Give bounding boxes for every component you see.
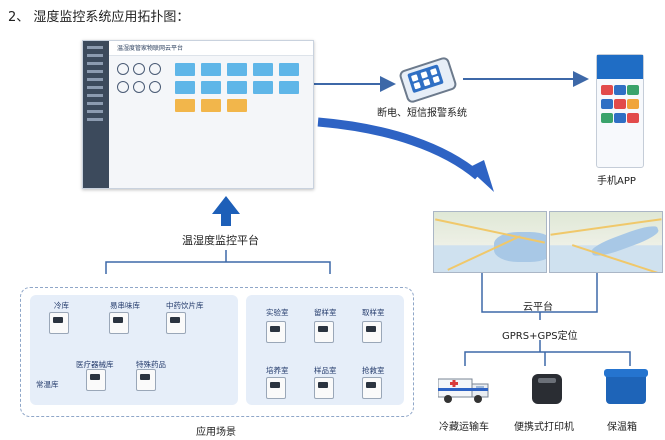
sensor-card (175, 81, 195, 94)
scene-sample-retention-room-label: 留样室 (314, 308, 337, 317)
scene-laboratory-label: 实验室 (266, 308, 289, 317)
device-label-truck: 冷藏运输车 (439, 422, 489, 433)
map-screenshot-right (549, 211, 663, 273)
ambulance-truck-icon (438, 378, 489, 403)
scene-special-drugs-label: 特殊药品 (136, 360, 166, 369)
sensor-card (253, 63, 273, 76)
sensor-card (279, 81, 299, 94)
monitoring-dashboard-screenshot: 温湿度管家物联网云平台 (82, 40, 314, 189)
mobile-app-label: 手机APP (597, 176, 636, 187)
platform-label: 温湿度监控平台 (182, 234, 259, 247)
scene-rescue-room-label: 抢救室 (362, 366, 385, 375)
thermometer-device-icon (136, 369, 156, 391)
portable-printer-icon (532, 374, 562, 404)
thermometer-device-icon (314, 377, 334, 399)
up-arrow-to-dashboard (212, 196, 240, 226)
scene-sampling-room-label: 取样室 (362, 308, 385, 317)
cloud-platform-label: 云平台 (523, 302, 553, 313)
scenes-label: 应用场景 (196, 427, 236, 438)
page-title: 2、 湿度监控系统应用拓扑图： (8, 10, 190, 25)
sensor-card (201, 63, 221, 76)
sensor-card (253, 81, 273, 94)
alarm-system-label: 断电、短信报警系统 (377, 108, 467, 119)
sensor-card (201, 81, 221, 94)
sensor-card (227, 63, 247, 76)
scene-group-rooms: 实验室 留样室 取样室 培养室 样品室 抢救室 (246, 295, 404, 405)
curved-arrow-to-cloud (317, 117, 481, 180)
device-label-box: 保温箱 (607, 422, 637, 433)
sensor-card-warning (175, 99, 195, 112)
thermometer-device-icon (362, 321, 382, 343)
insulated-box-icon (604, 369, 648, 404)
sensor-card-warning (227, 99, 247, 112)
edit-icon (117, 81, 129, 93)
link-icon (133, 81, 145, 93)
thermometer-device-icon (49, 312, 69, 334)
sensor-card (175, 63, 195, 76)
map-screenshot-left (433, 211, 547, 273)
scene-medical-device-storage-label: 医疗器械库 (76, 360, 114, 369)
sensor-card (279, 63, 299, 76)
cloud-icon (149, 81, 161, 93)
settings-icon (133, 63, 145, 75)
scene-sample-room-label: 样品室 (314, 366, 337, 375)
dashboard-header: 温湿度管家物联网云平台 (117, 45, 184, 52)
dashboard-sidebar (83, 41, 109, 188)
scene-normal-temp-storage-label: 常温库 (36, 380, 59, 389)
database-icon (117, 63, 129, 75)
thermometer-device-icon (86, 369, 106, 391)
scene-herbal-storage-label: 中药饮片库 (166, 301, 204, 310)
scene-culture-room-label: 培养室 (266, 366, 289, 375)
thermometer-device-icon (109, 312, 129, 334)
scene-group-storage: 冷库 易串味库 中药饮片库 医疗器械库 特殊药品 常温库 (30, 295, 238, 405)
application-scenes-panel (20, 287, 414, 417)
thermometer-device-icon (362, 377, 382, 399)
gprs-gps-label: GPRS+GPS定位 (502, 331, 578, 342)
scene-cold-storage-label: 冷库 (54, 301, 69, 310)
thermometer-device-icon (166, 312, 186, 334)
thermometer-device-icon (266, 377, 286, 399)
chart-icon (149, 63, 161, 75)
sensor-card-warning (201, 99, 221, 112)
dashboard-topbar (109, 41, 313, 56)
scene-vulnerable-storage-label: 易串味库 (110, 301, 140, 310)
thermometer-device-icon (314, 321, 334, 343)
device-label-printer: 便携式打印机 (514, 422, 574, 433)
mobile-app-screenshot (596, 54, 644, 168)
thermometer-device-icon (266, 321, 286, 343)
sensor-card (227, 81, 247, 94)
